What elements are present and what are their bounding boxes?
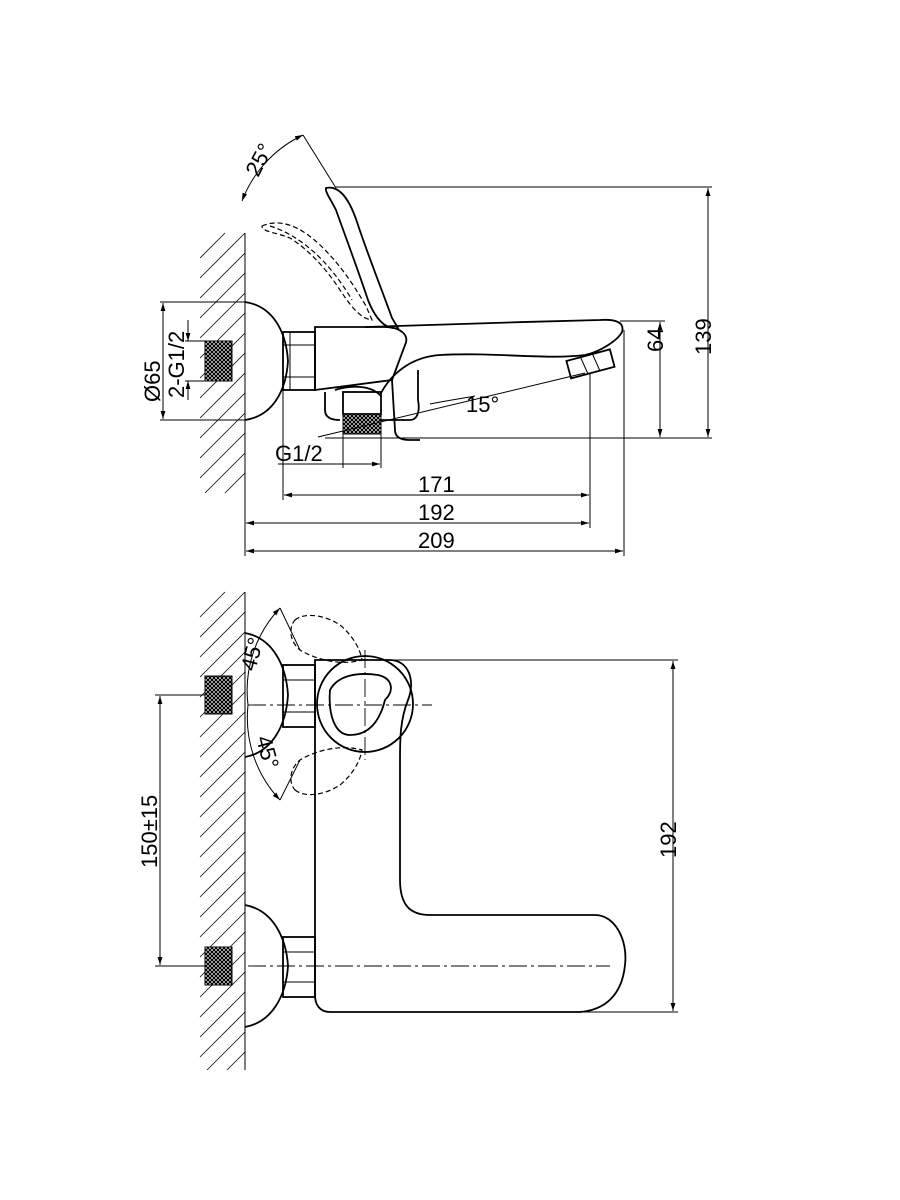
label-192-bottom: 192 [656,821,681,858]
spout-top [334,318,624,397]
bottom-view: 45° 45° 150±15 192 [137,591,681,1071]
handle-rotated-upper [290,614,363,663]
lever-handle [324,186,400,330]
label-150: 150±15 [137,795,162,868]
aerator [565,348,616,380]
label-209: 209 [418,528,455,553]
thread-connector-upper [204,675,233,715]
mixer-body-bottom [314,659,627,1013]
label-angle-45-lower: 45° [251,733,284,772]
label-angle-45-upper: 45° [236,635,269,674]
angle-arc-25 [241,134,304,202]
angle-arc-15 [429,395,476,405]
label-angle-15: 15° [466,392,499,417]
label-192-top: 192 [418,500,455,525]
label-64: 64 [643,328,668,352]
thread-connector-top [204,340,233,382]
escutcheon-upper [244,632,289,758]
label-139: 139 [691,318,716,355]
label-2g12: 2-G1/2 [164,331,189,398]
label-angle-25: 25° [240,139,278,180]
diverter-top [324,370,420,441]
top-view: 25° 15° 139 64 Ø65 2-G1/2 G1/2 [140,134,716,556]
escutcheon-top [244,301,289,421]
label-d65: Ø65 [140,360,165,402]
label-171: 171 [418,472,455,497]
lever-handle-rotated [261,222,373,321]
thread-connector-lower [204,946,233,986]
label-g12: G1/2 [275,441,323,466]
handle-rotated-lower [290,747,363,796]
